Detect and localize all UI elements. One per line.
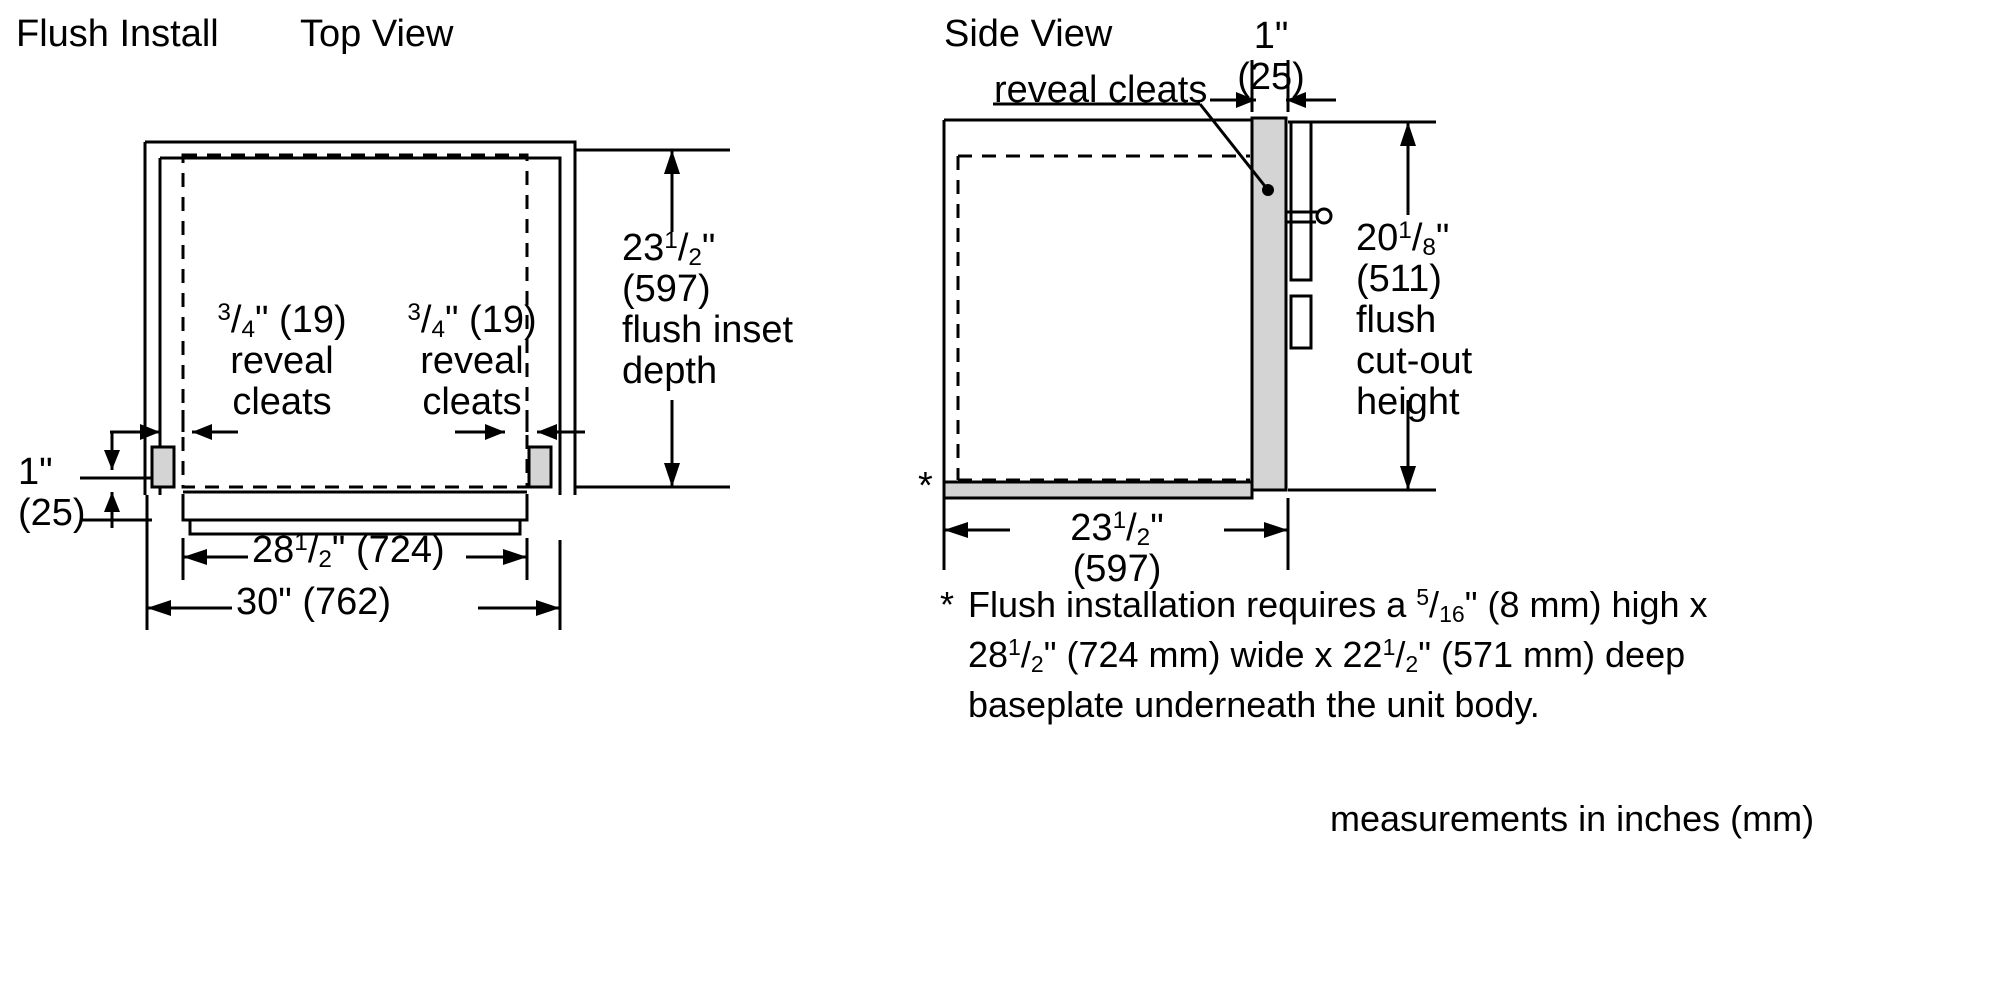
side-view-height-label: 201/8" (511) flush cut-out height [1356,216,1473,424]
left-reveal-unit: " (19) [255,299,347,341]
footnote-l1b: " (8 mm) high x [1464,584,1708,625]
inner-width-unit: " (724) [331,529,445,571]
height-line3: flush [1356,299,1437,342]
side-gap-mm: (25) [1237,56,1305,99]
height-line4: cut-out [1356,340,1473,383]
footnote-l1a: Flush installation requires a [968,584,1417,625]
side-view-reveal-cleats-label: reveal cleats [994,69,1208,111]
top-view-right-reveal-dim [455,410,585,452]
footnote-l2a: 28 [968,634,1009,675]
right-reveal-numerator: 3 [407,298,421,326]
left-gap-mm: (25) [18,492,86,535]
inner-width-denominator: 2 [318,546,332,574]
inner-width-numerator: 1 [294,528,308,556]
side-view-dashed-body [956,154,1250,482]
side-view-handle [1286,207,1333,225]
top-view-left-reveal-label: 3/4" (19) reveal cleats [192,298,372,424]
footnote-l2b: " (724 mm) wide x 22 [1043,634,1383,675]
side-gap-inches: 1" [1253,15,1289,57]
depth-denominator: 2 [688,244,702,272]
top-view-outer-width-dim [145,495,562,630]
top-view-inner-width-dim [181,538,529,580]
top-view-door-handle [181,490,529,536]
side-view-trim-strip-upper [1289,120,1313,282]
side-depth-whole: 23 [1070,507,1113,549]
heading-side-view: Side View [944,13,1113,55]
units-note: measurements in inches (mm) [1330,798,1815,839]
right-reveal-line2: reveal [420,340,524,383]
side-view-height-dim [1288,120,1436,492]
left-gap-inches: 1" [18,451,53,493]
side-view-baseplate [942,480,1254,500]
right-reveal-denominator: 4 [431,316,445,344]
side-view-door-panel [1250,116,1288,492]
heading-top-view: Top View [300,13,454,55]
right-reveal-line3: cleats [422,381,522,424]
footnote-l2c: " (571 mm) deep [1418,634,1686,675]
footnote-l2-denominator-2: 2 [1405,651,1419,678]
depth-numerator: 1 [664,226,678,254]
height-denominator: 8 [1422,234,1436,262]
top-view-inner-width-label: 281/2" (724) [252,528,445,574]
side-view-gap-dim [1210,60,1336,112]
top-view-right-cleat [527,445,553,489]
height-mm: (511) [1356,258,1442,301]
height-unit: " [1435,217,1450,259]
heading-flush-install: Flush Install [16,13,219,55]
side-depth-numerator: 1 [1112,506,1127,534]
top-view-dashed-body [181,153,529,489]
side-depth-mm: (597) [1072,548,1162,591]
side-view-reveal-cleats-leader [993,102,1274,196]
height-numerator: 1 [1398,216,1412,244]
height-whole: 20 [1356,217,1399,259]
footnote-l2-numerator: 1 [1008,634,1021,661]
depth-line4: depth [622,350,718,393]
top-view-left-gap-label: 1" (25) [18,451,86,535]
right-reveal-unit: " (19) [445,299,537,341]
left-reveal-line3: cleats [232,381,332,424]
inner-width-whole: 28 [252,529,295,571]
side-depth-denominator: 2 [1136,524,1151,552]
footnote-l2-denominator: 2 [1030,651,1044,678]
top-view-outer-width-label: 30" (762) [236,581,392,623]
top-view-depth-label: 231/2" (597) flush inset depth [622,226,794,393]
side-depth-unit: " [1150,507,1164,549]
side-view-depth-dim [942,498,1290,570]
side-view-trim-strip-lower [1289,294,1313,350]
side-view-gap-label: 1" (25) [1212,15,1330,99]
depth-whole: 23 [622,227,665,269]
top-view-left-gap-dim [80,432,152,528]
left-reveal-numerator: 3 [217,298,231,326]
top-view-left-reveal-dim [110,410,238,452]
footnote-l1-numerator: 5 [1416,584,1430,611]
left-reveal-denominator: 4 [241,316,255,344]
side-view-depth-label: 231/2" (597) [1022,506,1212,591]
footnote-marker: * [940,584,955,625]
left-reveal-line2: reveal [230,340,334,383]
top-view-depth-dim [575,148,730,489]
footnote-line-2: 281/2" (724 mm) wide x 221/2" (571 mm) d… [968,634,1686,678]
footnote-line-1: Flush installation requires a 5/16" (8 m… [968,584,1708,628]
height-line5: height [1356,381,1460,424]
top-view-right-reveal-label: 3/4" (19) reveal cleats [382,298,562,424]
footnote-l1-denominator: 16 [1439,601,1465,628]
depth-mm: (597) [622,268,711,311]
depth-unit: " [701,227,716,269]
footnote-l2-numerator-2: 1 [1382,634,1396,661]
footnote-line-3: baseplate underneath the unit body. [968,684,1540,725]
depth-line3: flush inset [622,309,794,352]
top-view-left-cleat [150,445,176,489]
side-view-baseplate-marker: * [918,465,933,507]
